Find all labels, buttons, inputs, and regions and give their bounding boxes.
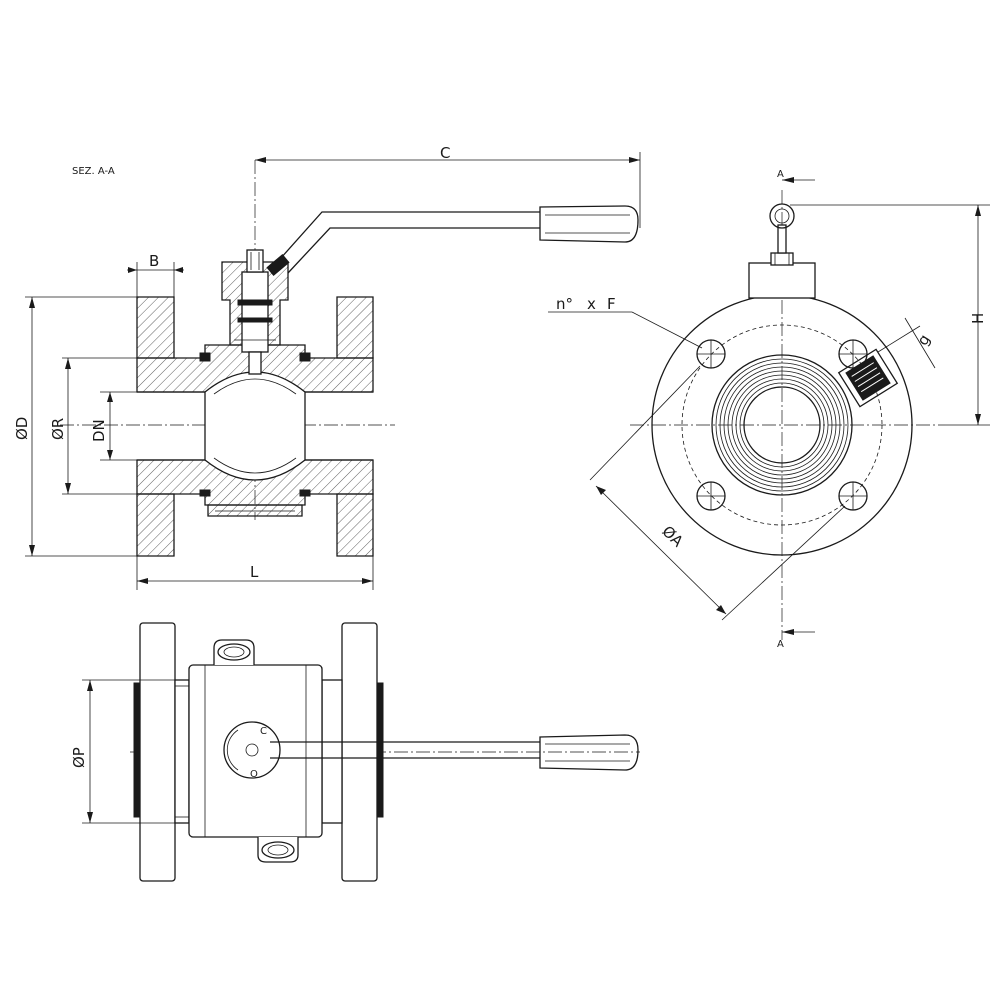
top-neck [748, 262, 816, 299]
handle-mark-o: O [250, 769, 258, 780]
dim-D-label: ØD [13, 417, 31, 440]
dim-DN-label: DN [90, 419, 108, 442]
handle-mark-c: C [260, 726, 267, 737]
holes-x-label: x [587, 295, 596, 313]
top-view: C O ØP [70, 622, 640, 882]
section-title: SEZ. A-A [72, 166, 115, 177]
stem-head [223, 721, 281, 779]
handle-eye [769, 203, 795, 229]
handle-lever [271, 211, 540, 269]
bolt-hole [696, 481, 726, 511]
holes-F-label: F [607, 295, 616, 313]
bottom-cap [207, 504, 303, 517]
dim-A-label: ØA [658, 522, 687, 551]
top-view-lever [270, 741, 540, 759]
top-view-grip [539, 734, 639, 771]
left-flange [136, 296, 175, 557]
dim-B-label: B [149, 252, 159, 270]
top-view-left-flange [139, 622, 176, 882]
right-flange [336, 296, 374, 557]
handle-grip [539, 205, 639, 243]
holes-count-label: n° [556, 295, 573, 313]
dim-g-label: g [913, 331, 933, 349]
dim-C-label: C [440, 144, 450, 162]
dim-R-label: ØR [49, 418, 67, 440]
ball [204, 371, 306, 481]
dim-L-label: L [250, 563, 259, 581]
section-view: C B ØD ØR DN L [13, 144, 641, 590]
dim-P-label: ØP [70, 747, 88, 768]
bolt-circle [681, 324, 883, 526]
bolt-hole [696, 339, 726, 369]
section-mark-top: A [777, 169, 784, 180]
end-view: g H ØA n° x F A A [548, 169, 990, 650]
bolt-hole [838, 481, 868, 511]
top-view-right-flange [341, 622, 378, 882]
top-view-body [188, 664, 323, 838]
side-plug [837, 348, 899, 408]
dim-H-label: H [969, 313, 987, 324]
section-mark-bottom: A [777, 639, 784, 650]
